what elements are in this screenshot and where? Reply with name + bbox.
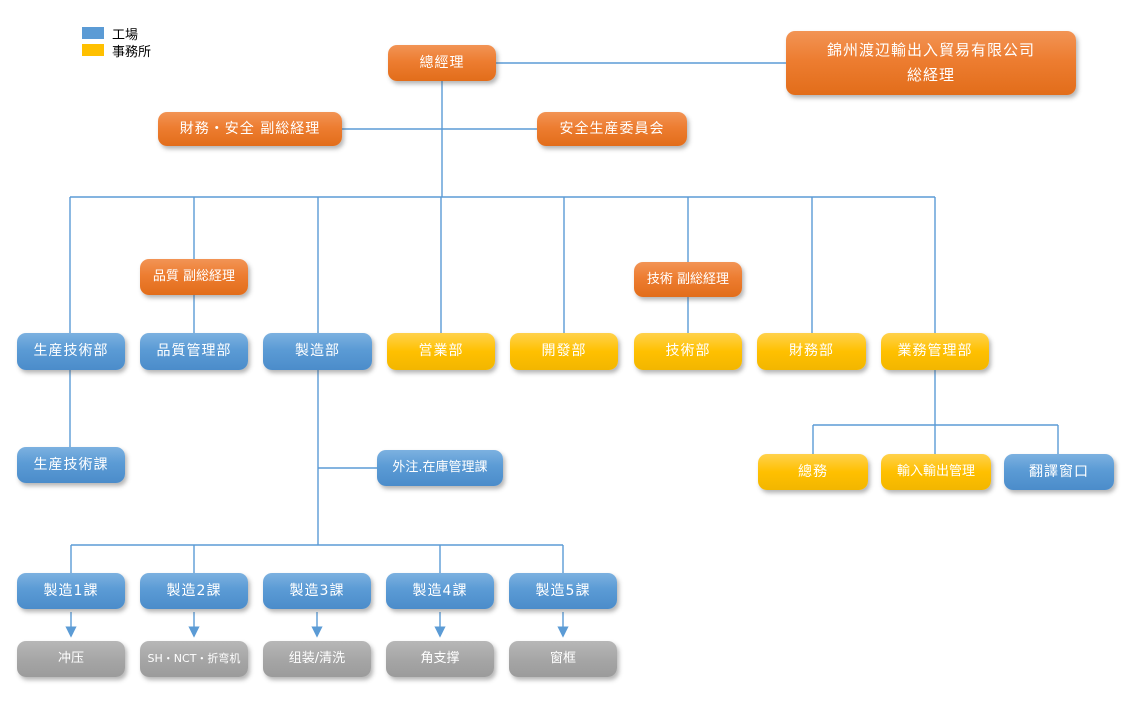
node-safety-production-committee[interactable]: 安全生産委員会 [537,112,687,146]
legend-swatch-factory [82,27,104,39]
node-sec-import-export[interactable]: 輸入輸出管理 [881,454,991,490]
node-proc-corner-support[interactable]: 角支撑 [386,641,494,677]
node-dept-development[interactable]: 開發部 [510,333,618,370]
legend-label-office: 事務所 [112,44,152,60]
node-vice-gm-finance-safety[interactable]: 財務・安全 副総経理 [158,112,342,146]
legend: 工場 事務所 [82,25,152,60]
trading-company-name: 錦州渡辺輸出入貿易有限公司 [826,40,1035,59]
node-sec-outsourcing-inventory[interactable]: 外注.在庫管理課 [377,450,503,486]
node-sec-mfg4[interactable]: 製造4課 [386,573,494,609]
node-sec-translation[interactable]: 翻譯窗口 [1004,454,1114,490]
node-proc-stamping[interactable]: 冲压 [17,641,125,677]
node-trading-company-gm[interactable]: 錦州渡辺輸出入貿易有限公司 総経理 [786,31,1076,95]
node-dept-business-admin[interactable]: 業務管理部 [881,333,989,370]
node-dept-manufacturing[interactable]: 製造部 [263,333,372,370]
node-dept-finance[interactable]: 財務部 [757,333,866,370]
trading-company-title: 総経理 [906,66,955,84]
node-proc-assembly-cleaning[interactable]: 组装/清洗 [263,641,371,677]
node-dept-technology[interactable]: 技術部 [634,333,742,370]
node-sec-mfg1[interactable]: 製造1課 [17,573,125,609]
node-dept-production-tech[interactable]: 生産技術部 [17,333,125,370]
legend-item-office[interactable]: 事務所 [82,42,152,60]
legend-swatch-office [82,44,104,56]
node-dept-sales[interactable]: 営業部 [387,333,495,370]
node-vice-gm-technology[interactable]: 技術 副総経理 [634,262,742,297]
legend-item-factory[interactable]: 工場 [82,25,151,43]
node-general-manager[interactable]: 總經理 [388,45,496,81]
node-sec-production-tech[interactable]: 生産技術課 [17,447,125,483]
node-proc-window-frame[interactable]: 窗框 [509,641,617,677]
node-sec-mfg5[interactable]: 製造5課 [509,573,617,609]
node-sec-general-affairs[interactable]: 總務 [758,454,868,490]
node-sec-mfg2[interactable]: 製造2課 [140,573,248,609]
node-vice-gm-quality[interactable]: 品質 副総経理 [140,259,248,295]
legend-label-factory: 工場 [112,27,139,43]
node-dept-quality-control[interactable]: 品質管理部 [140,333,248,370]
node-sec-mfg3[interactable]: 製造3課 [263,573,371,609]
node-proc-sh-nct-bending[interactable]: SH・NCT・折弯机 [140,641,248,677]
